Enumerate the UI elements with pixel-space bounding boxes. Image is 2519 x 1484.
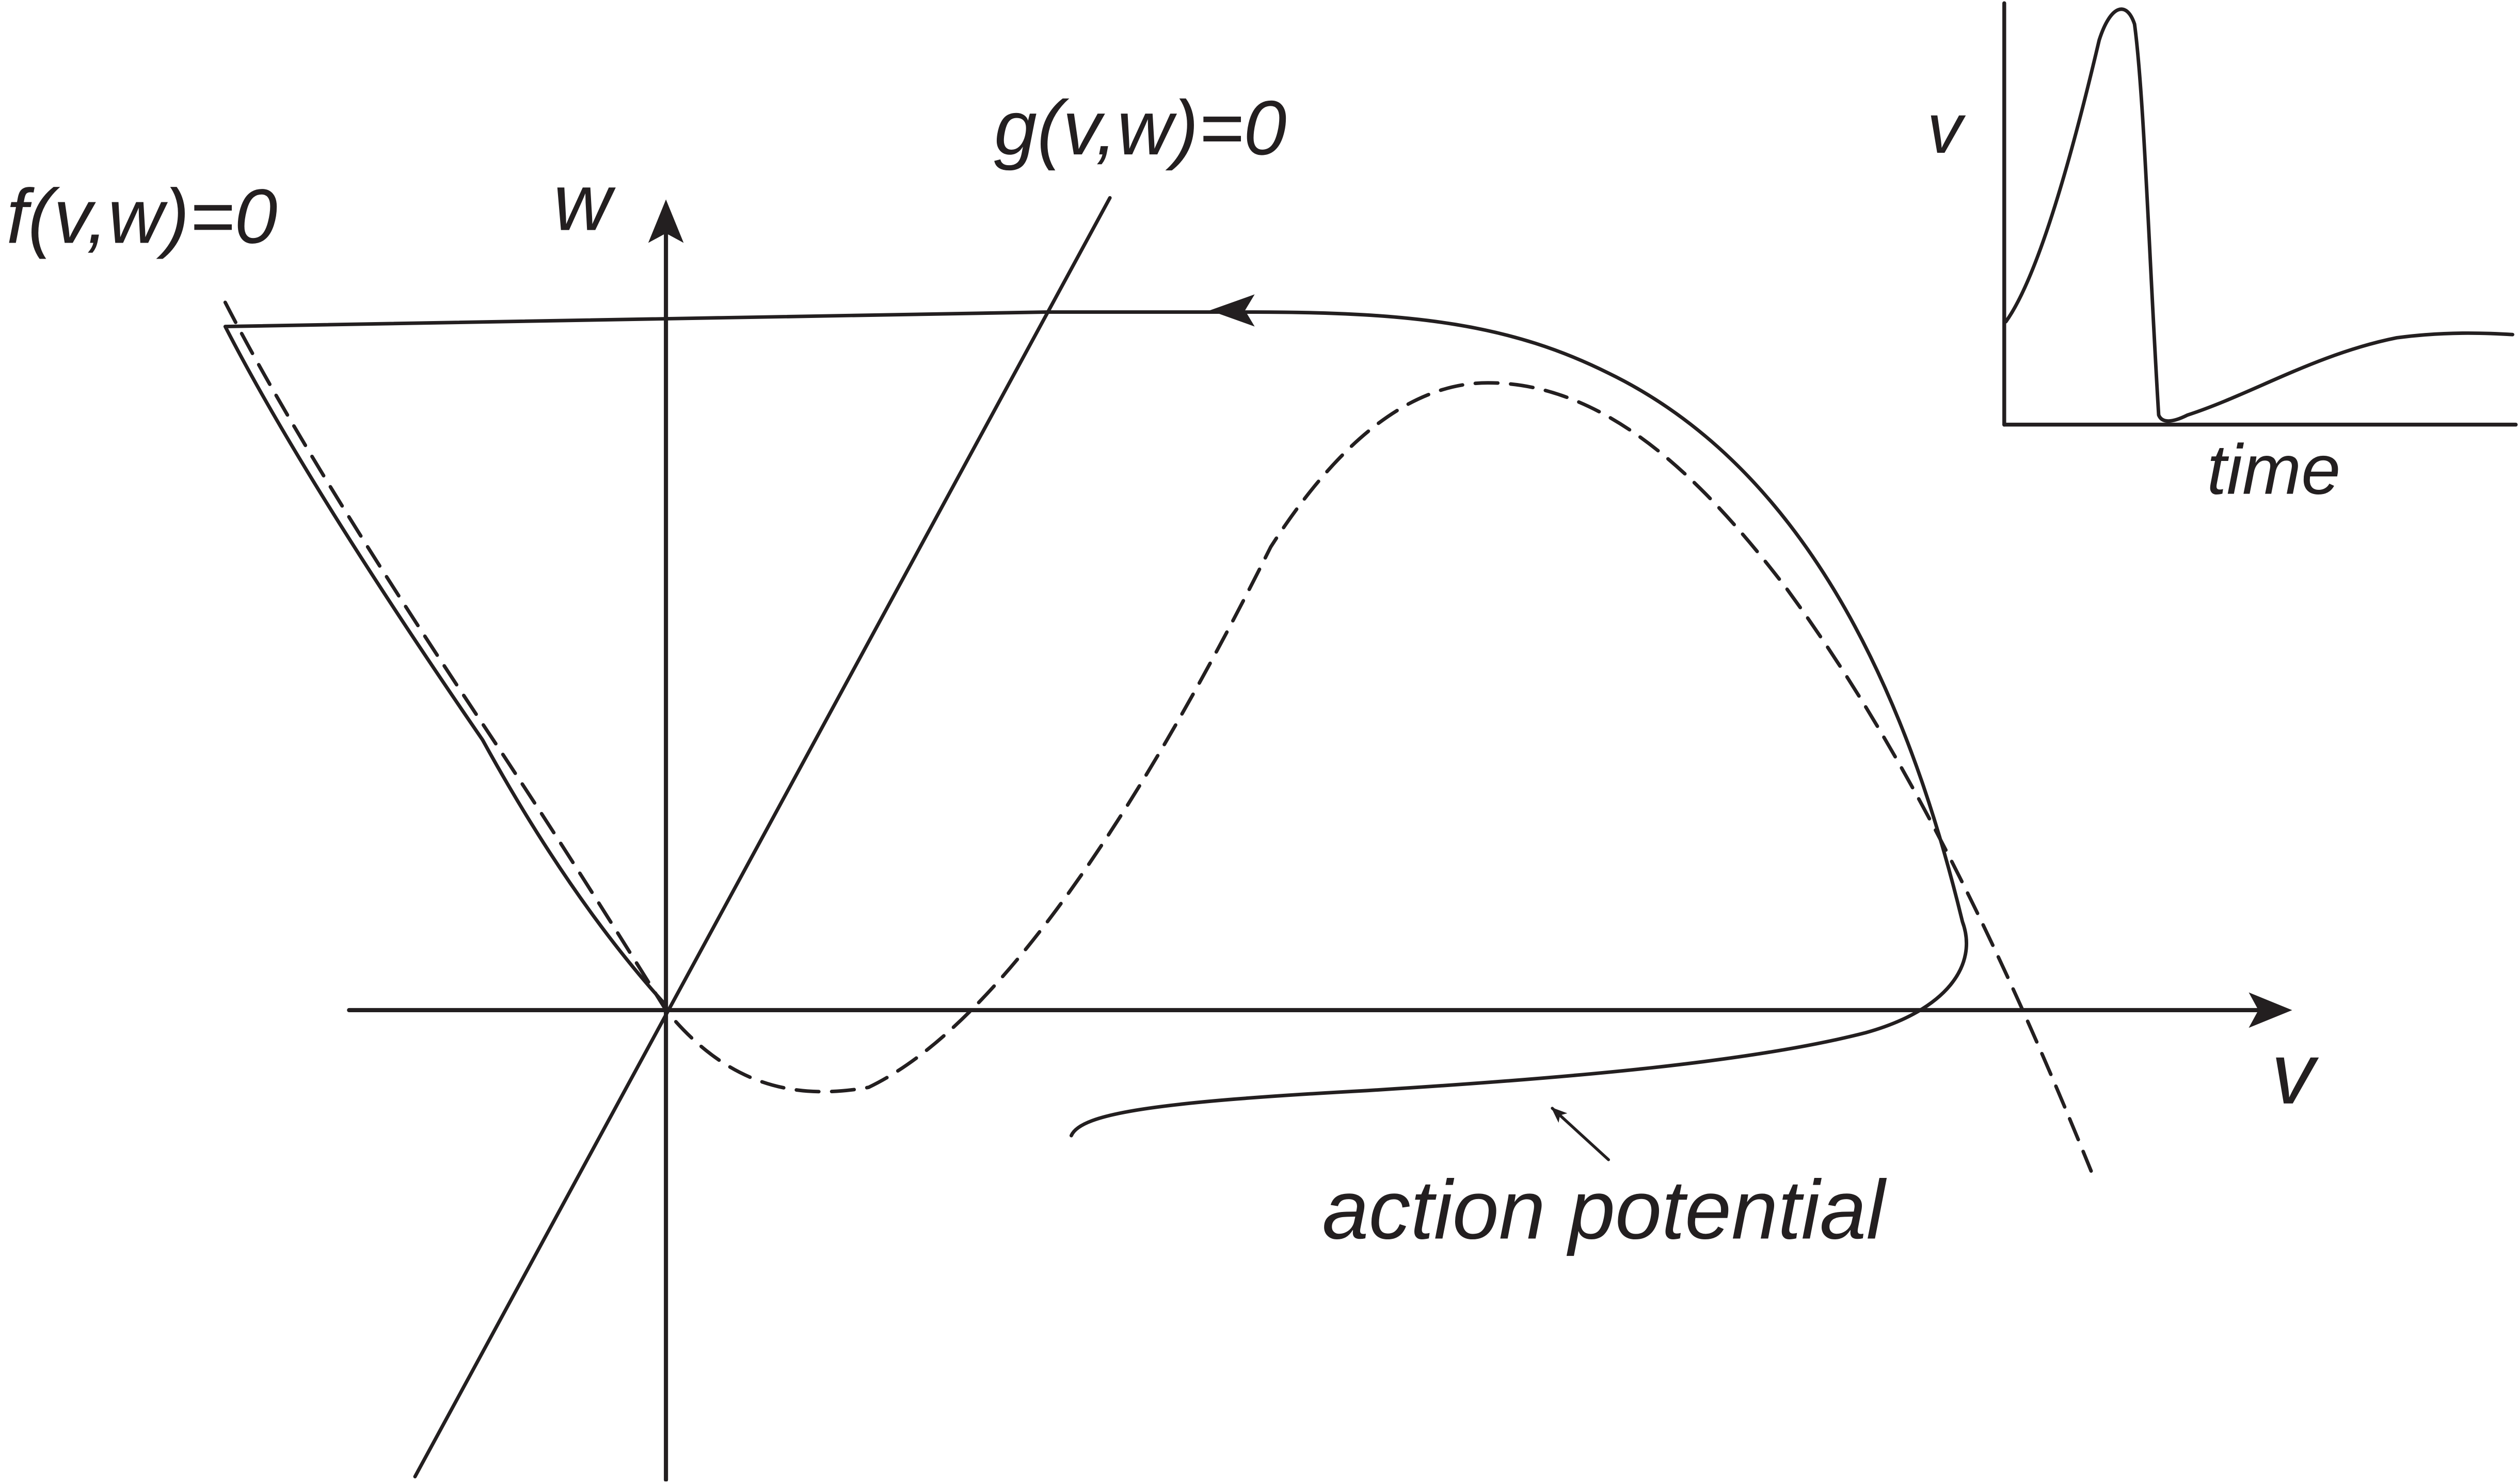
action-potential-trajectory <box>223 310 1968 1138</box>
f-nullcline-label: f(v,w)=0 <box>6 173 277 260</box>
action-potential-label: action potential <box>1322 1163 1887 1256</box>
inset-voltage-trace <box>2004 7 2514 423</box>
g-nullcline-label: g(v,w)=0 <box>994 85 1287 171</box>
v-axis-arrowhead <box>2249 992 2292 1028</box>
g-nullcline-line <box>413 196 1112 1479</box>
voltage-time-inset: v time <box>1927 1 2518 509</box>
inset-v-axis-label: v <box>1927 89 1966 168</box>
w-axis-label: w <box>553 158 616 248</box>
v-axis-label: v <box>2271 1025 2319 1122</box>
f-nullcline-curve <box>223 300 2093 1173</box>
action-potential-pointer-line <box>1551 1107 1611 1161</box>
trajectory-direction-arrowhead <box>1209 294 1255 327</box>
inset-time-axis-label: time <box>2207 430 2340 509</box>
w-axis-arrowhead <box>648 199 684 243</box>
